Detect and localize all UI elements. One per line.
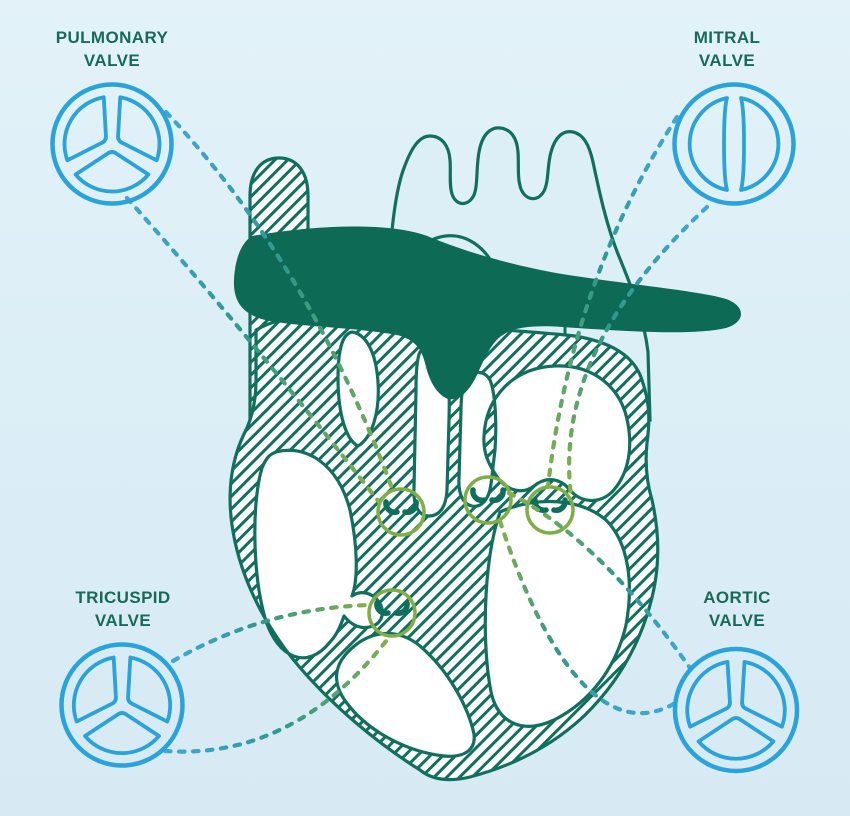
aortic-valve-icon — [672, 646, 800, 774]
valve-label-line: VALVE — [83, 51, 141, 70]
valve-label-line: VALVE — [698, 51, 756, 70]
aortic-connector-upper — [506, 490, 693, 671]
mitral-valve-icon — [672, 82, 796, 206]
tricuspid-connector-lower — [162, 633, 393, 754]
mitral-connector-upper — [545, 114, 680, 489]
aortic-connector-lower — [497, 518, 680, 716]
valve-label-line: AORTIC — [703, 588, 771, 607]
tricuspid-valve-marker — [367, 588, 417, 638]
valve-label-tricuspid: TRICUSPID VALVE — [13, 586, 233, 632]
tricuspid-valve-icon — [59, 642, 185, 768]
valve-location-markers — [367, 475, 575, 638]
valve-label-line: VALVE — [94, 611, 152, 630]
mitral-valve-marker — [525, 485, 575, 535]
valve-label-mitral: MITRAL VALVE — [617, 26, 837, 72]
pulmonary-valve-marker — [376, 487, 426, 537]
valve-label-pulmonary: PULMONARY VALVE — [2, 26, 222, 72]
mitral-connector-lower — [567, 204, 710, 499]
valve-label-line: VALVE — [708, 611, 766, 630]
valve-label-line: PULMONARY — [55, 28, 169, 47]
connector-lines — [124, 109, 710, 754]
valve-label-line: TRICUSPID — [75, 588, 171, 607]
pulmonary-connector-upper — [163, 109, 396, 494]
pulmonary-valve-icon — [50, 82, 174, 206]
heart-wall — [228, 311, 660, 782]
aortic-valve-marker — [463, 475, 513, 525]
pulmonary-connector-lower — [124, 195, 382, 505]
pulmonary-artery — [233, 226, 741, 400]
valve-label-line: MITRAL — [693, 28, 761, 47]
tricuspid-connector-upper — [170, 602, 373, 664]
valve-label-aortic: AORTIC VALVE — [627, 586, 847, 632]
